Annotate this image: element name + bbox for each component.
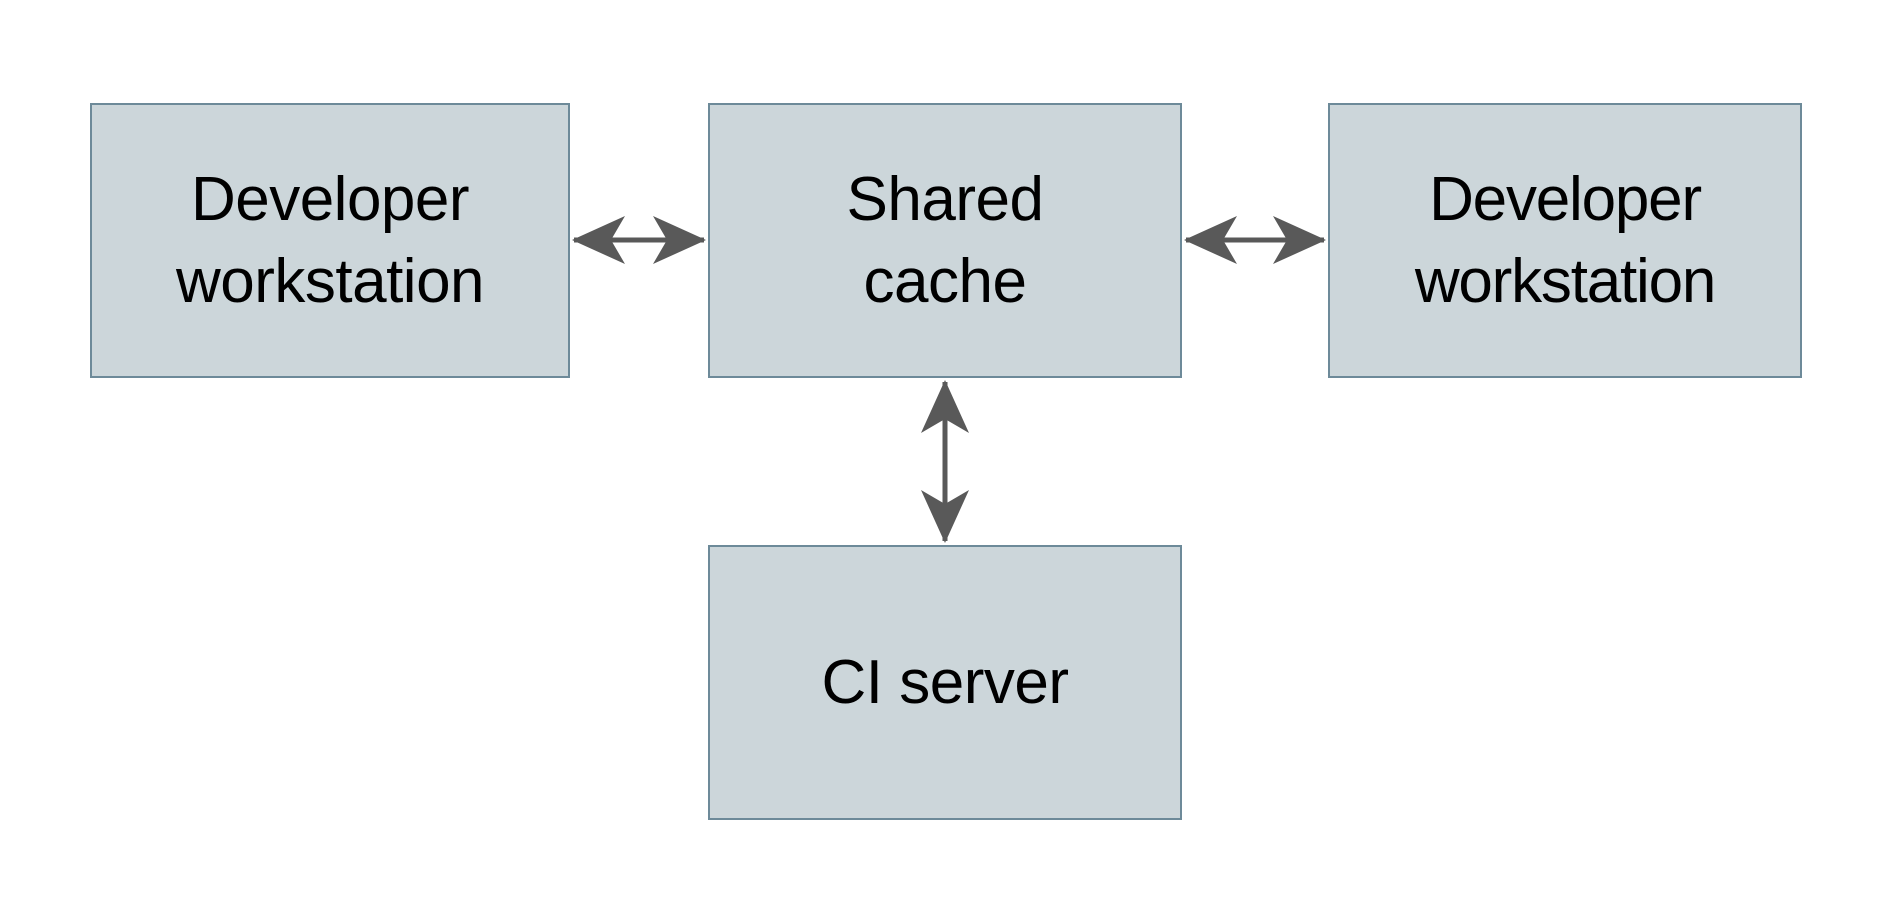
node-label-ci-server: CI server xyxy=(821,647,1069,717)
node-ci-server[interactable]: CI server xyxy=(708,545,1182,820)
node-label-developer-workstation-right: Developer workstation xyxy=(1414,164,1717,316)
node-label-developer-workstation-left: Developer workstation xyxy=(175,164,485,316)
node-developer-workstation-right[interactable]: Developer workstation xyxy=(1328,103,1802,378)
node-shared-cache[interactable]: Shared cache xyxy=(708,103,1182,378)
node-developer-workstation-left[interactable]: Developer workstation xyxy=(90,103,570,378)
node-label-shared-cache: Shared cache xyxy=(846,164,1044,316)
